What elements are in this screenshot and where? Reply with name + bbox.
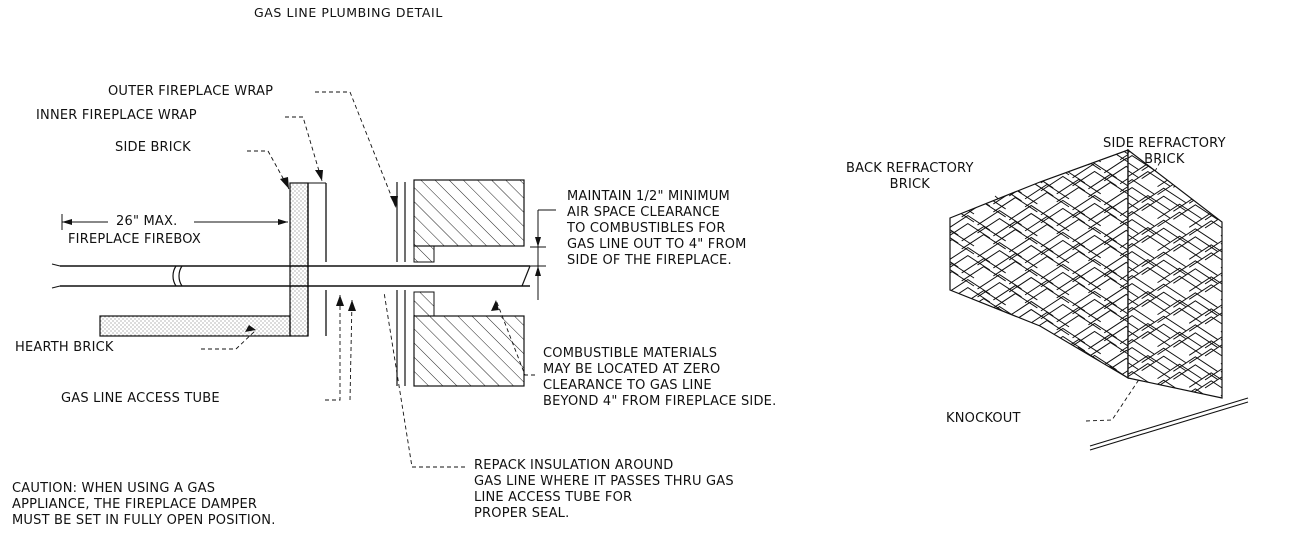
side-refractory-line-1: SIDE REFRACTORY xyxy=(1103,136,1226,151)
combustible-line-2: MAY BE LOCATED AT ZERO xyxy=(543,362,721,377)
clearance-line-3: TO COMBUSTIBLES FOR xyxy=(567,221,726,236)
max-dimension-line xyxy=(61,214,288,230)
side-refractory-line-2: BRICK xyxy=(1144,152,1185,167)
back-refractory-line-2: BRICK xyxy=(889,177,930,192)
back-refractory-line-1: BACK REFRACTORY xyxy=(846,161,974,176)
gas-line-pipe xyxy=(51,263,531,289)
clearance-line-5: SIDE OF THE FIREPLACE. xyxy=(567,253,732,268)
combustible-line-3: CLEARANCE TO GAS LINE xyxy=(543,378,712,393)
side-brick xyxy=(289,182,309,337)
label-clearance-note: MAINTAIN 1/2" MINIMUM AIR SPACE CLEARANC… xyxy=(567,189,747,269)
label-side-refractory-brick: SIDE REFRACTORY BRICK xyxy=(1103,136,1226,168)
label-outer-fireplace-wrap: OUTER FIREPLACE WRAP xyxy=(108,84,274,99)
label-hearth-brick: HEARTH BRICK xyxy=(15,340,114,355)
clearance-dimension xyxy=(530,209,556,300)
clearance-line-4: GAS LINE OUT TO 4" FROM xyxy=(567,237,747,252)
inner-fireplace-wrap xyxy=(307,182,327,336)
repack-line-1: REPACK INSULATION AROUND xyxy=(474,458,674,473)
label-max-dimension: 26" MAX. xyxy=(116,214,178,229)
combustible-line-4: BEYOND 4" FROM FIREPLACE SIDE. xyxy=(543,394,777,409)
side-refractory-brick xyxy=(1127,148,1223,399)
diagram-title: GAS LINE PLUMBING DETAIL xyxy=(254,5,443,20)
label-caution-note: CAUTION: WHEN USING A GAS APPLIANCE, THE… xyxy=(12,481,276,529)
clearance-line-1: MAINTAIN 1/2" MINIMUM xyxy=(567,189,730,204)
repack-line-2: GAS LINE WHERE IT PASSES THRU GAS xyxy=(474,474,734,489)
label-knockout: KNOCKOUT xyxy=(946,411,1021,426)
label-gas-line-access-tube: GAS LINE ACCESS TUBE xyxy=(61,391,220,406)
combustible-wall-hatch xyxy=(413,179,525,387)
label-repack-note: REPACK INSULATION AROUND GAS LINE WHERE … xyxy=(474,458,734,522)
hearth-edge xyxy=(1089,150,1249,451)
repack-line-3: LINE ACCESS TUBE FOR xyxy=(474,490,633,505)
repack-line-4: PROPER SEAL. xyxy=(474,506,570,521)
hearth-brick xyxy=(99,315,291,337)
caution-line-2: APPLIANCE, THE FIREPLACE DAMPER xyxy=(12,497,258,512)
label-fireplace-firebox: FIREPLACE FIREBOX xyxy=(68,232,201,247)
combustible-line-1: COMBUSTIBLE MATERIALS xyxy=(543,346,718,361)
caution-line-1: CAUTION: WHEN USING A GAS xyxy=(12,481,216,496)
label-side-brick: SIDE BRICK xyxy=(115,140,191,155)
label-inner-fireplace-wrap: INNER FIREPLACE WRAP xyxy=(36,108,197,123)
caution-line-3: MUST BE SET IN FULLY OPEN POSITION. xyxy=(12,513,276,528)
outer-fireplace-wrap xyxy=(396,182,406,386)
label-back-refractory-brick: BACK REFRACTORY BRICK xyxy=(846,161,974,193)
clearance-line-2: AIR SPACE CLEARANCE xyxy=(567,205,720,220)
label-combustible-note: COMBUSTIBLE MATERIALS MAY BE LOCATED AT … xyxy=(543,346,776,410)
